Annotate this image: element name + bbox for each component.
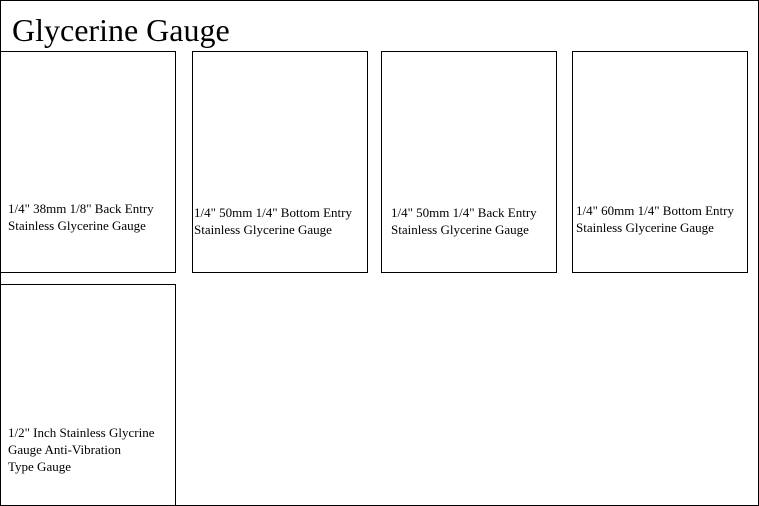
product-label: 1/4" 60mm 1/4" Bottom Entry Stainless Gl… bbox=[576, 203, 734, 235]
product-label: 1/4" 38mm 1/8" Back Entry Stainless Glyc… bbox=[8, 201, 154, 233]
product-label: 1/2" Inch Stainless Glycrine Gauge Anti-… bbox=[8, 425, 155, 474]
product-card-5[interactable]: 1/2" Inch Stainless Glycrine Gauge Anti-… bbox=[0, 284, 176, 506]
product-card-4[interactable]: 1/4" 60mm 1/4" Bottom Entry Stainless Gl… bbox=[572, 51, 748, 273]
product-card-3[interactable]: 1/4" 50mm 1/4" Back Entry Stainless Glyc… bbox=[381, 51, 557, 273]
product-label: 1/4" 50mm 1/4" Back Entry Stainless Glyc… bbox=[391, 205, 537, 237]
product-card-1[interactable]: 1/4" 38mm 1/8" Back Entry Stainless Glyc… bbox=[0, 51, 176, 273]
page-title: Glycerine Gauge bbox=[12, 12, 230, 48]
product-card-2[interactable]: 1/4" 50mm 1/4" Bottom Entry Stainless Gl… bbox=[192, 51, 368, 273]
product-label: 1/4" 50mm 1/4" Bottom Entry Stainless Gl… bbox=[194, 205, 352, 237]
